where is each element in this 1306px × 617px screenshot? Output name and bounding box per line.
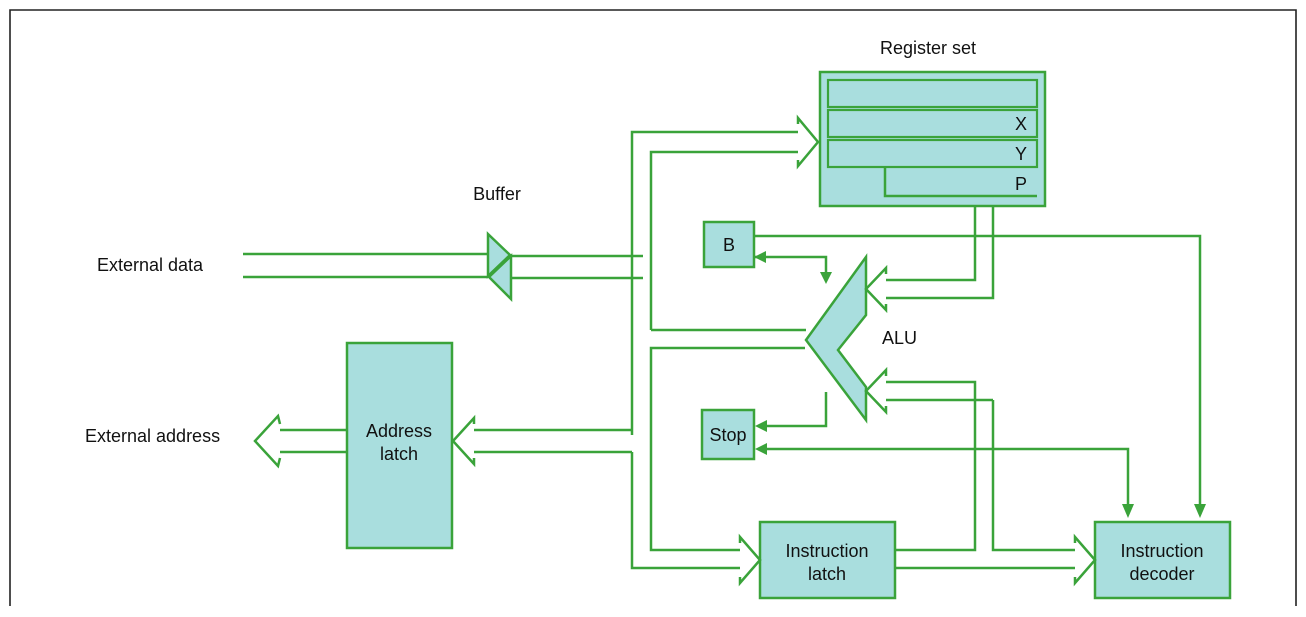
address-latch-label-1: Address [366,421,432,441]
alu-label: ALU [882,328,917,348]
stop-arrowhead-top [755,420,767,432]
register-bus-arrowhead [796,114,820,170]
external-address-arrowhead [253,413,282,469]
b-to-decoder-line [754,234,1202,506]
register-x-label: X [1015,114,1027,134]
register-to-alu-lower [884,206,995,300]
alu-to-stop-line [766,392,828,428]
bus-to-register-lower [649,150,800,330]
instruction-latch-label-1: Instruction [785,541,868,561]
register-p-divider [883,167,1037,198]
register-to-alu-upper [884,206,977,282]
b-register-label: B [723,235,735,255]
register-p-label: P [1015,174,1027,194]
stop-flag [700,408,756,461]
address-bus-lower [649,346,805,552]
instruction-decoder-label-2: decoder [1129,564,1194,584]
decoder-b-arrowhead [1194,504,1206,518]
register-row-x [826,108,1039,139]
instruction-decoder-arrowhead [1073,533,1097,587]
register-row-y [826,138,1039,169]
external-address-label: External address [85,426,220,446]
stop-flag-label: Stop [709,425,746,445]
instruction-latch [758,520,897,600]
alu [804,253,868,424]
external-data-label: External data [97,255,204,275]
register-set: X Y P [818,70,1047,208]
b-register [702,220,756,269]
alu-upper-input-arrowhead [864,264,888,314]
address-latch [345,341,454,550]
instruction-latch-arrowhead [738,533,762,587]
decoder-input-upper [991,400,1075,552]
decoder-stop-arrowhead [1122,504,1134,518]
instruction-decoder [1093,520,1232,600]
register-row-1 [826,78,1039,109]
stop-arrowhead-bottom [755,443,767,455]
buffer-label: Buffer [473,184,521,204]
alu-lower-input-arrowhead [864,366,888,416]
alu-b-arrowhead [820,272,832,284]
stop-to-decoder-line [766,447,1130,506]
address-latch-label-2: latch [380,444,418,464]
address-bus-lower-segment [472,450,740,570]
instruction-latch-label-2: latch [808,564,846,584]
bus-to-register-upper [630,130,800,435]
diagram-frame [9,9,1297,606]
register-y-label: Y [1015,144,1027,164]
b-to-alu-line [754,255,828,278]
address-latch-arrowhead [451,414,476,468]
register-set-title: Register set [880,38,976,58]
latch-to-decoder-upper [884,380,977,552]
instruction-decoder-label-1: Instruction [1120,541,1203,561]
b-arrowhead [754,251,766,263]
